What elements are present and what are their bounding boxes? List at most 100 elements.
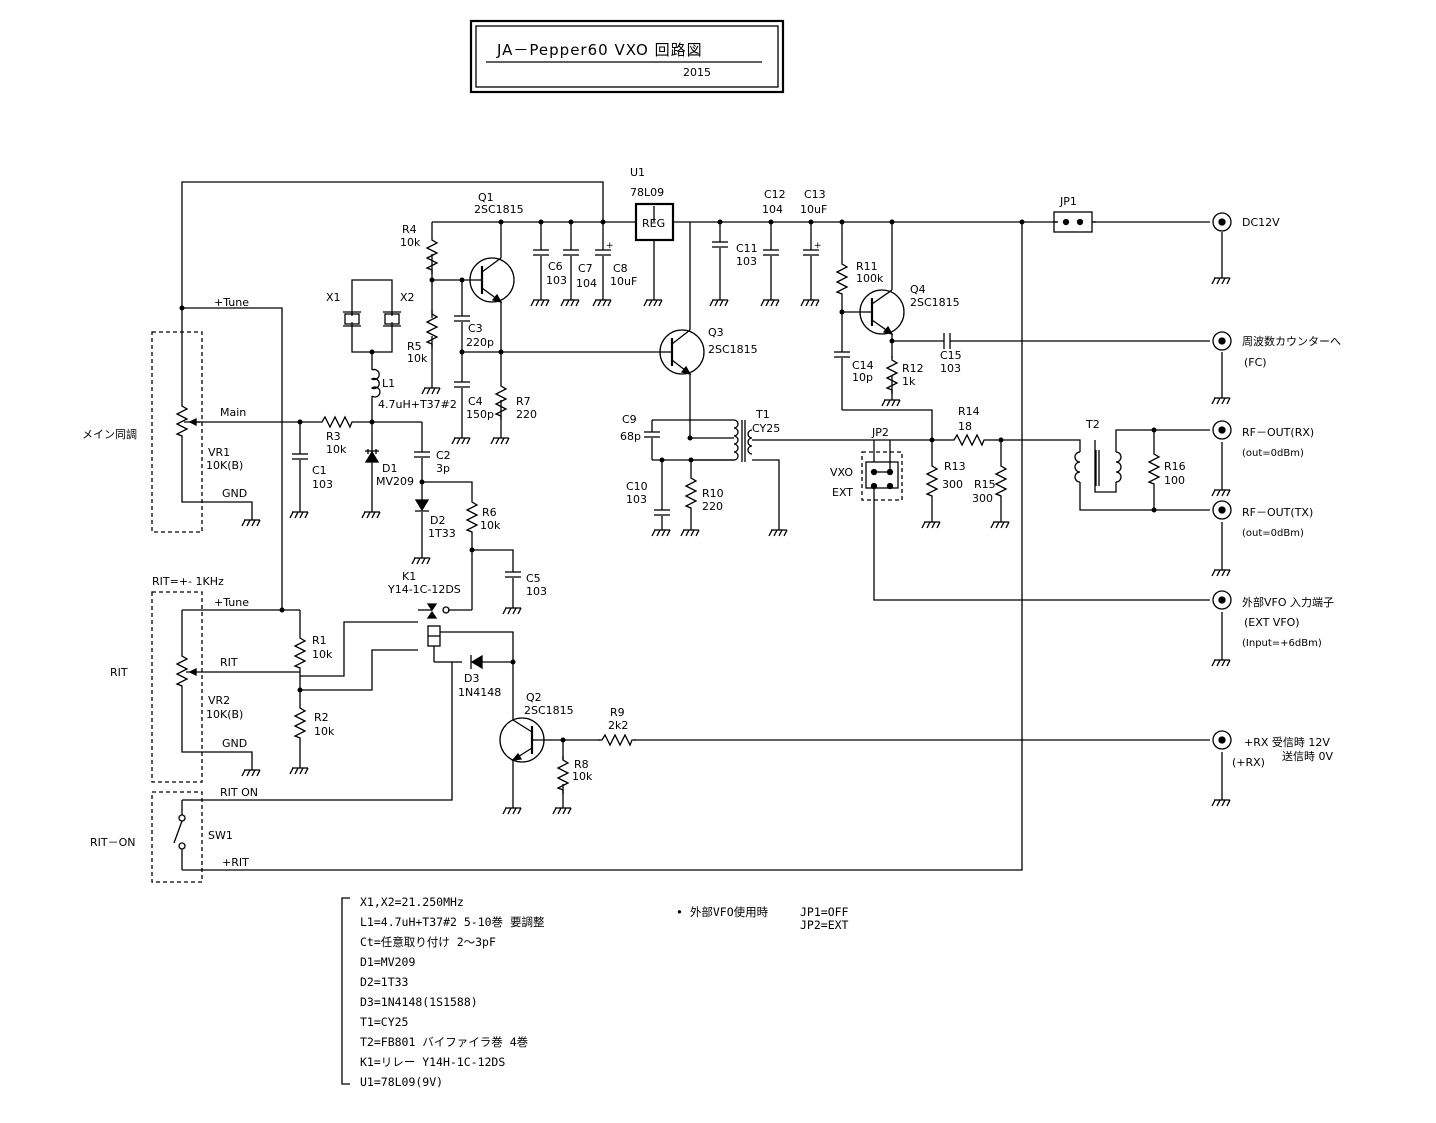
note-8: T2=FB801 バイファイラ巻 4巻 <box>360 1035 529 1049</box>
C11-value: 103 <box>736 255 757 268</box>
JP2-ref: JP2 <box>871 426 889 439</box>
R1-symbol <box>294 633 306 673</box>
D3-value: 1N4148 <box>458 686 501 699</box>
JP2-ext: EXT <box>832 486 853 499</box>
C1-ref: C1 <box>312 464 327 477</box>
note-4: D1=MV209 <box>360 955 415 969</box>
R10-value: 220 <box>702 500 723 513</box>
R9-symbol <box>597 734 637 746</box>
C14-ref: C14 <box>852 359 874 372</box>
C5-ref: C5 <box>526 572 541 585</box>
C2-ref: C2 <box>436 449 451 462</box>
R12-value: 1k <box>902 375 916 388</box>
transistors <box>469 257 905 763</box>
R15-symbol <box>995 461 1007 501</box>
K1-value: Y14-1C-12DS <box>387 583 461 596</box>
D3-ref: D3 <box>464 672 479 685</box>
R14-ref: R14 <box>958 405 980 418</box>
U1-ref: U1 <box>630 166 645 179</box>
R6-symbol <box>466 497 478 537</box>
R13-symbol <box>926 461 938 501</box>
R3-value: 10k <box>326 443 347 456</box>
T2-ref: T2 <box>1085 418 1100 431</box>
R11-symbol <box>836 259 848 299</box>
svg-text:+: + <box>814 241 822 251</box>
R3-ref: R3 <box>326 430 341 443</box>
R10-ref: R10 <box>702 487 724 500</box>
rx-tx-label: 送信時 0V <box>1282 749 1333 763</box>
JP1-symbol <box>1053 211 1093 233</box>
R7-value: 220 <box>516 408 537 421</box>
C13-ref: C13 <box>804 188 826 201</box>
Q4-value: 2SC1815 <box>910 296 960 309</box>
L1-symbol <box>370 368 381 398</box>
fc-label: 周波数カウンターへ <box>1242 335 1341 348</box>
R4-value: 10k <box>400 236 421 249</box>
note-5: D2=1T33 <box>360 975 409 989</box>
note-2: L1=4.7uH+T37#2 5-10巻 要調整 <box>360 915 545 929</box>
R16-value: 100 <box>1164 474 1185 487</box>
D1-ref: D1 <box>382 462 397 475</box>
wires <box>181 181 1223 871</box>
regulator-body <box>634 202 675 242</box>
rit-on-label: RIT－ON <box>90 836 136 849</box>
R2-ref: R2 <box>314 711 329 724</box>
L1-ref: L1 <box>382 377 395 390</box>
rfrx-sub-label: (out=0dBm) <box>1242 448 1304 459</box>
plus-rit-label: +RIT <box>222 856 249 869</box>
ext-vfo-sub2: (Input=+6dBm) <box>1242 638 1322 649</box>
Q2-ref: Q2 <box>526 691 542 704</box>
rit-range-label: RIT=+- 1KHz <box>152 575 224 588</box>
T1-ref: T1 <box>755 408 770 421</box>
C3-value: 220p <box>466 336 494 349</box>
C8-value: 10uF <box>610 275 637 288</box>
C7-ref: C7 <box>578 262 593 275</box>
R1-ref: R1 <box>312 634 327 647</box>
capacitors: + + <box>291 241 951 578</box>
U1-value: 78L09 <box>630 186 664 199</box>
ext-vfo-sub1: (EXT VFO) <box>1244 616 1300 629</box>
crystals <box>343 311 401 327</box>
C15-ref: C15 <box>940 349 962 362</box>
rit-box <box>151 591 203 783</box>
JP2-vxo: VXO <box>830 466 853 479</box>
R9-value: 2k2 <box>608 719 628 732</box>
R8-value: 10k <box>572 770 593 783</box>
C12-value: 104 <box>762 203 783 216</box>
C11-ref: C11 <box>736 242 758 255</box>
T1-value: CY25 <box>752 422 780 435</box>
net-labels: +Tune Main GND +Tune RIT GND RIT ON +RIT… <box>82 296 258 869</box>
note-3: Ct=任意取り付け 2～3pF <box>360 935 496 949</box>
diagram-title: JA－Pepper60 VXO 回路図 <box>496 41 703 59</box>
title-block: JA－Pepper60 VXO 回路図 2015 <box>469 19 785 94</box>
gnd-label-2: GND <box>222 737 247 750</box>
C4-value: 150p <box>466 408 494 421</box>
SW1-symbol <box>173 799 192 870</box>
rit-on-box <box>151 791 203 883</box>
R14-value: 18 <box>958 420 972 433</box>
VR2-ref: VR2 <box>208 694 230 707</box>
R11-ref: R11 <box>856 260 878 273</box>
C10-value: 103 <box>626 493 647 506</box>
K1-ref: K1 <box>402 570 416 583</box>
C8-ref: C8 <box>613 262 628 275</box>
rfrx-label: RF－OUT(RX) <box>1242 426 1314 439</box>
R5-value: 10k <box>407 352 428 365</box>
R12-ref: R12 <box>902 362 924 375</box>
R5-ref: R5 <box>407 340 422 353</box>
Q4-ref: Q4 <box>910 283 926 296</box>
C13-value: 10uF <box>800 203 827 216</box>
R13-ref: R13 <box>944 460 966 473</box>
rit-net-label: RIT <box>220 656 238 669</box>
diodes <box>364 449 483 670</box>
C9-value: 68p <box>620 430 641 443</box>
note-7: T1=CY25 <box>360 1015 408 1029</box>
VR1-value: 10K(B) <box>206 459 243 472</box>
R4-ref: R4 <box>402 223 417 236</box>
R6-value: 10k <box>480 519 501 532</box>
VR1-ref: VR1 <box>208 446 230 459</box>
C3-ref: C3 <box>468 322 483 335</box>
R1-value: 10k <box>312 648 333 661</box>
Q2-value: 2SC1815 <box>524 704 574 717</box>
